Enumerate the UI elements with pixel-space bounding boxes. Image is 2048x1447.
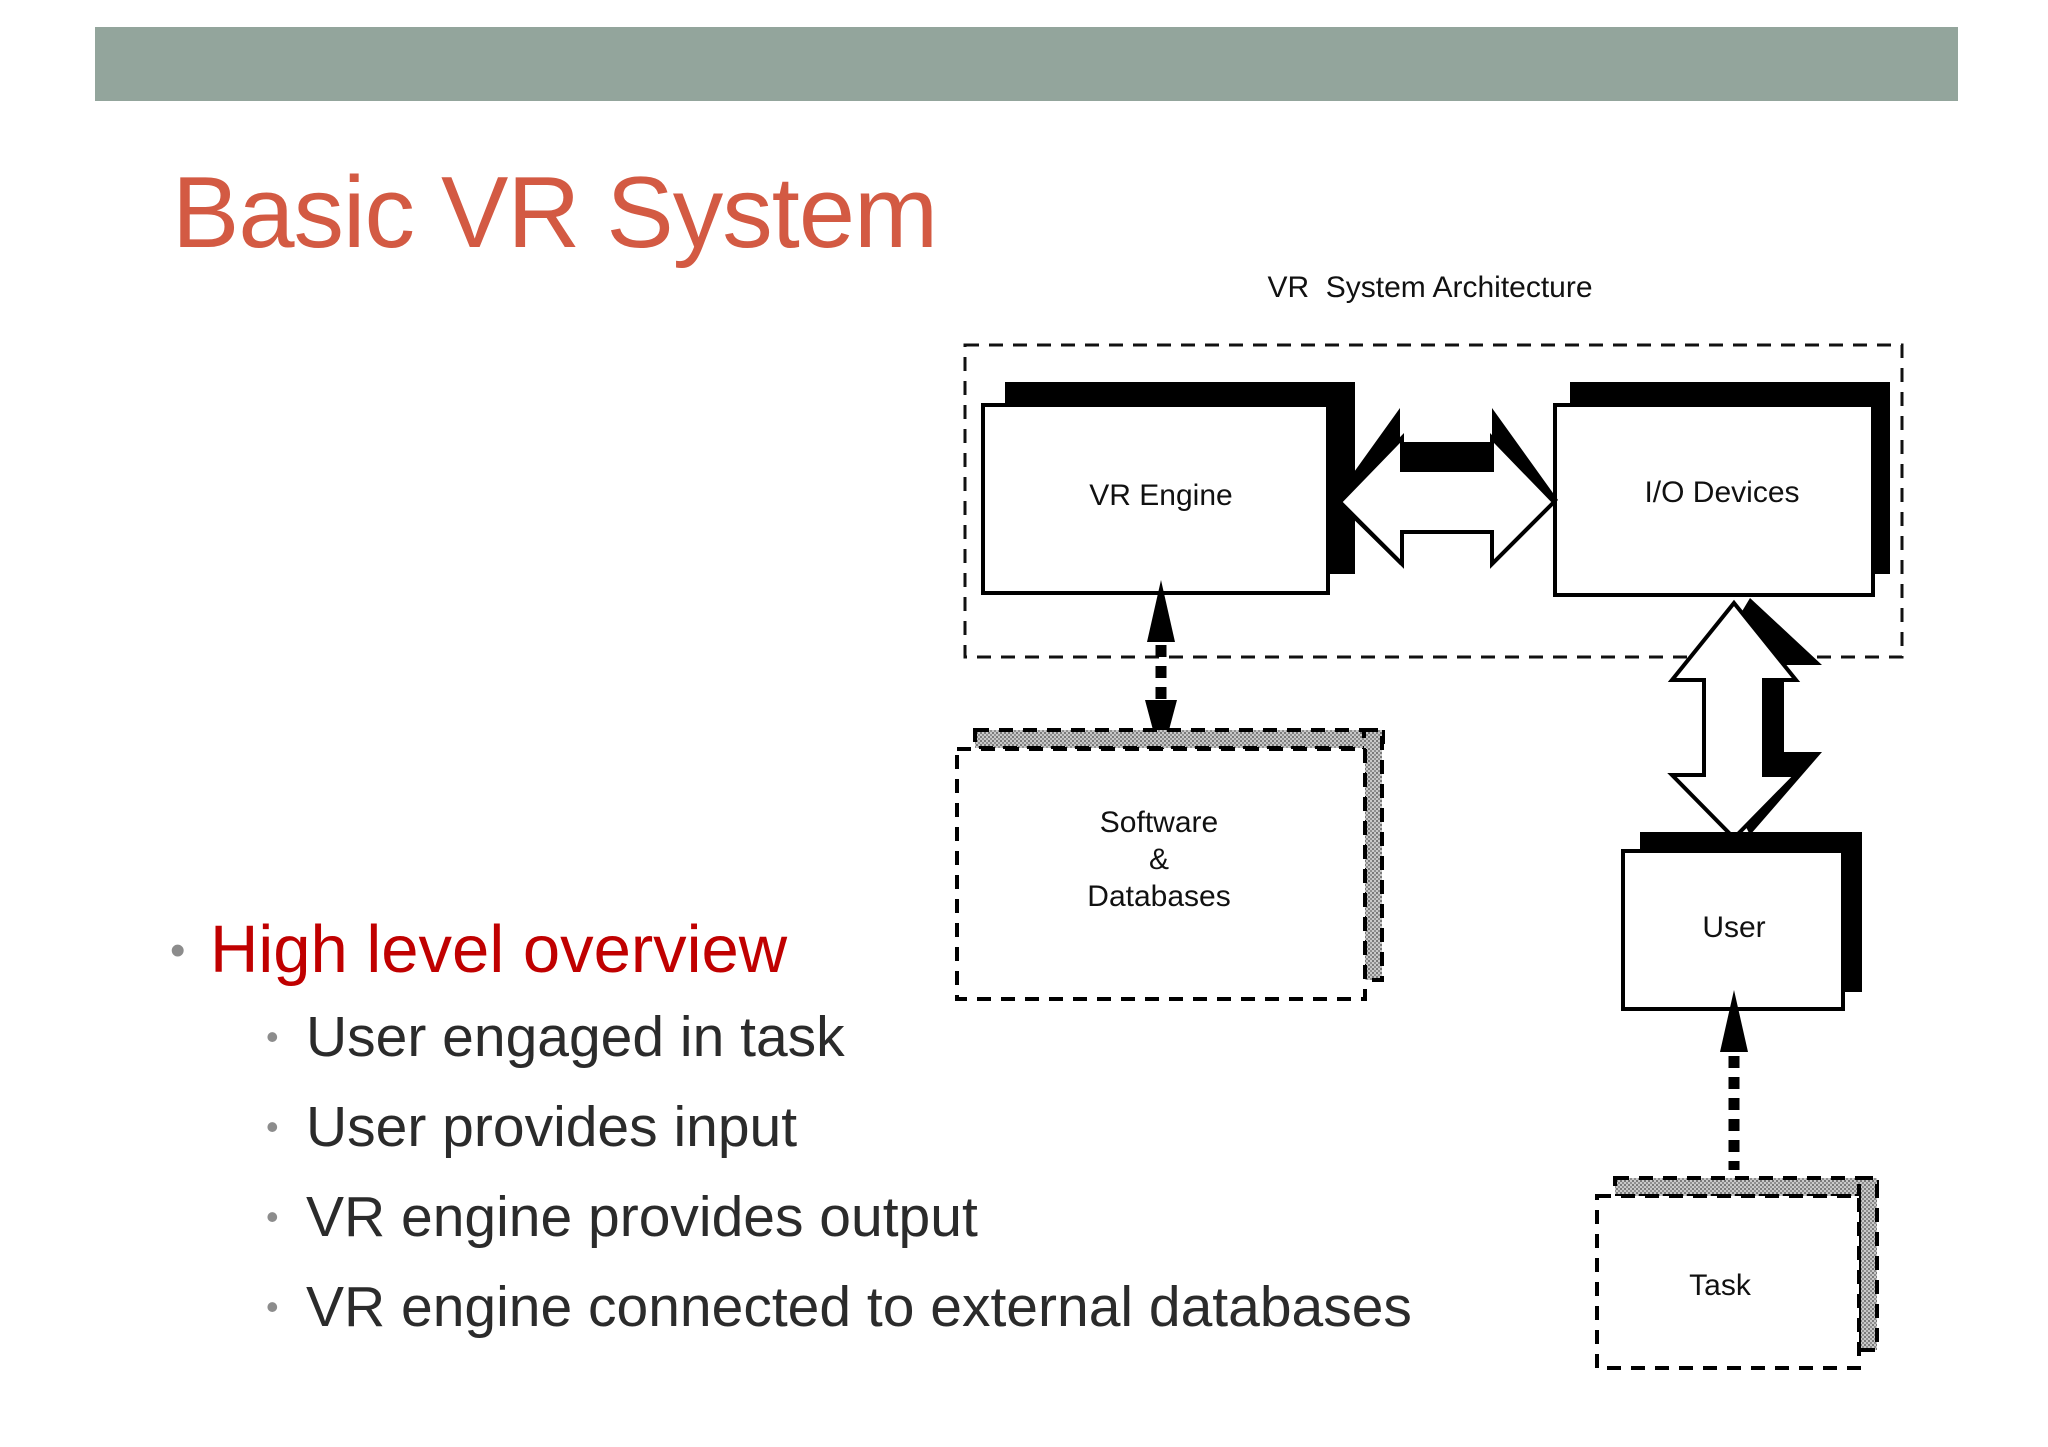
engine-io-double-arrow [1334, 408, 1558, 569]
sub-bullet-1: User engaged in task [266, 992, 1412, 1082]
software-db-label-1: Software [1100, 806, 1218, 839]
software-db-body [955, 747, 1367, 1001]
diagram-title: VR System Architecture [1267, 271, 1592, 304]
io-user-double-arrow [1667, 598, 1822, 841]
task-shadow-right [1857, 1176, 1879, 1352]
task-user-arrow-head [1720, 990, 1748, 1052]
task-box: Task [1595, 1176, 1879, 1370]
bullet-main-text: High level overview [210, 912, 788, 987]
task-shadow-top [1613, 1176, 1879, 1198]
software-databases-box: Software & Databases [955, 728, 1385, 1001]
bullet-list: High level overview User engaged in task… [170, 910, 1412, 1352]
user-label: User [1702, 911, 1765, 944]
vr-engine-box: VR Engine [981, 382, 1355, 595]
engine-io-arrow-body [1337, 433, 1557, 569]
sub-bullet-list: User engaged in task User provides input… [266, 992, 1412, 1352]
io-devices-body [1553, 403, 1875, 597]
header-band [95, 27, 1958, 101]
vr-engine-body [981, 403, 1330, 595]
io-devices-label: I/O Devices [1644, 476, 1799, 509]
slide-title: Basic VR System [172, 157, 938, 269]
vr-engine-label: VR Engine [1089, 479, 1232, 512]
task-body [1595, 1194, 1861, 1370]
software-db-shadow-top [973, 728, 1385, 750]
engine-db-arrow-up-head [1147, 580, 1175, 642]
user-body [1621, 849, 1845, 1011]
bullet-main: High level overview User engaged in task… [170, 910, 1412, 1352]
sub-bullet-2: User provides input [266, 1082, 1412, 1172]
task-user-dashed-arrow [1720, 990, 1748, 1170]
system-boundary [963, 343, 1904, 659]
software-db-label-3: Databases [1087, 880, 1230, 913]
software-db-label-2: & [1149, 843, 1169, 876]
sub-bullet-3: VR engine provides output [266, 1172, 1412, 1262]
sub-bullet-4: VR engine connected to external database… [266, 1262, 1412, 1352]
io-devices-box: I/O Devices [1553, 382, 1890, 597]
user-box: User [1621, 832, 1862, 1011]
task-label: Task [1689, 1269, 1752, 1302]
